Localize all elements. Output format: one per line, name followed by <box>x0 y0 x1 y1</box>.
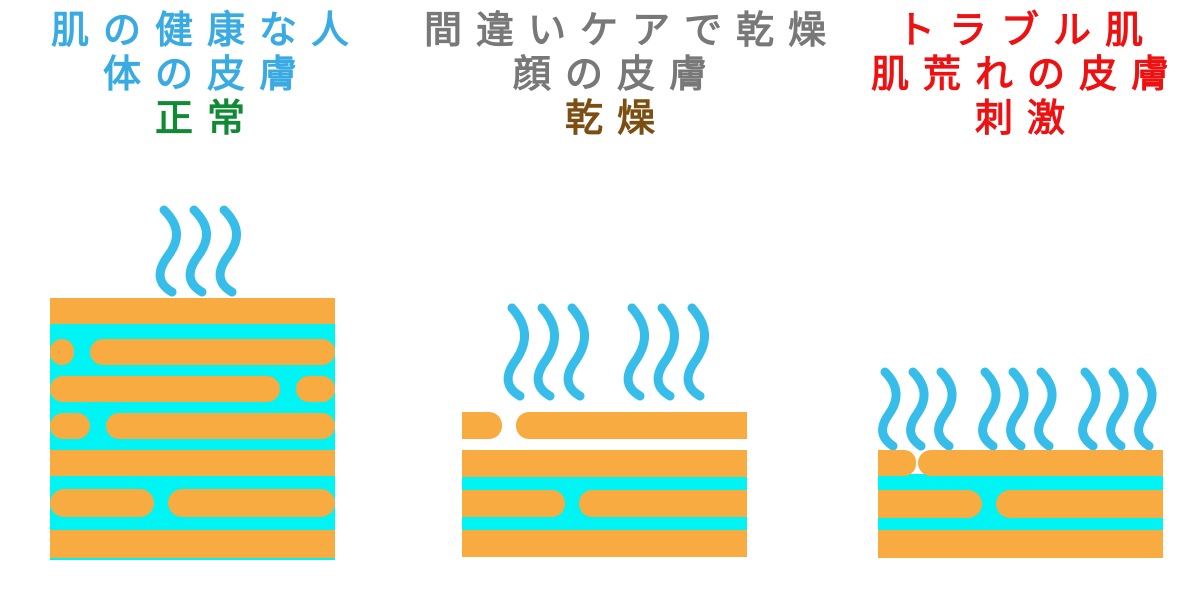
skin-cell <box>90 339 335 365</box>
moisture-wave-icon <box>878 367 901 451</box>
dry-skin-diagram <box>462 303 747 557</box>
skin-cell <box>996 490 1163 518</box>
skin-cell <box>296 376 335 402</box>
skin-cell <box>730 490 747 517</box>
moisture-wave-icon <box>1034 367 1057 451</box>
skin-cell <box>462 450 747 477</box>
moisture-wave-icon <box>1134 367 1157 451</box>
panel-title-block: トラブル肌 肌荒れの皮膚 刺激 <box>820 8 1200 140</box>
skin-cell <box>878 450 892 476</box>
moisture-wave-icon <box>215 205 241 297</box>
panel-trouble: トラブル肌 肌荒れの皮膚 刺激 <box>820 0 1200 600</box>
moisture-wave-icon <box>1078 367 1101 451</box>
skin-cell <box>878 530 1163 558</box>
panel-title-block: 間違いケアで乾燥 顔の皮膚 乾燥 <box>410 8 841 140</box>
skin-cell <box>579 490 747 517</box>
skin-cell <box>50 298 335 324</box>
moisture-wave-icon <box>934 367 957 451</box>
moisture-wave-icon <box>623 303 649 401</box>
moisture-wave-icon <box>683 303 709 401</box>
moisture-wave-icon <box>653 303 679 401</box>
moisture-wave-icon <box>906 367 929 451</box>
moisture-wave-icon <box>1106 367 1129 451</box>
skin-cell <box>1146 450 1163 476</box>
skin-cell <box>462 412 478 439</box>
panel-title-line2: 顔の皮膚 <box>512 52 721 96</box>
panel-dry: 間違いケアで乾燥 顔の皮膚 乾燥 <box>410 0 841 600</box>
dry-moisture-waves <box>503 303 709 401</box>
panel-status-label: 乾燥 <box>564 96 669 140</box>
skin-cell <box>50 489 154 517</box>
moisture-wave-icon <box>978 367 1001 451</box>
moisture-wave-icon <box>563 303 589 401</box>
panel-status-label: 刺激 <box>974 96 1079 140</box>
panel-title-block: 肌の健康な人 体の皮膚 正常 <box>0 8 400 140</box>
panel-title-line2: 肌荒れの皮膚 <box>870 52 1183 96</box>
skin-cell <box>516 412 747 439</box>
skin-cell <box>106 413 335 439</box>
skin-cell <box>1146 490 1163 518</box>
panel-title-line2: 体の皮膚 <box>102 52 311 96</box>
moisture-wave-icon <box>1006 367 1029 451</box>
moisture-wave-icon <box>185 205 211 297</box>
healthy-skin-diagram <box>50 205 335 560</box>
skin-cell <box>50 339 74 365</box>
dry-skin-cells <box>462 412 747 557</box>
skin-cell <box>462 490 478 517</box>
skin-cell <box>50 530 335 558</box>
skin-cell <box>918 450 1163 476</box>
trouble-moisture-waves <box>878 367 1157 451</box>
panel-healthy: 肌の健康な人 体の皮膚 正常 <box>0 0 400 600</box>
panel-title-line1: 間違いケアで乾燥 <box>424 8 841 52</box>
panel-title-line1: 肌の健康な人 <box>50 8 363 52</box>
skin-cell <box>462 530 747 557</box>
panel-title-line1: トラブル肌 <box>896 8 1157 52</box>
skin-cell <box>168 489 335 517</box>
trouble-skin-diagram <box>878 367 1163 558</box>
skin-cell <box>50 450 335 476</box>
panel-status-label: 正常 <box>154 96 259 140</box>
moisture-wave-icon <box>155 205 181 297</box>
trouble-skin-cells <box>878 450 1163 558</box>
moisture-wave-icon <box>533 303 559 401</box>
skin-cell <box>878 490 894 518</box>
skin-cell <box>730 412 747 439</box>
skin-cell <box>50 413 90 439</box>
skin-cell <box>50 376 280 402</box>
skin-cell <box>462 490 565 517</box>
healthy-moisture-waves <box>155 205 241 297</box>
moisture-wave-icon <box>503 303 529 401</box>
skin-cell <box>878 490 982 518</box>
healthy-skin-cells <box>50 298 335 558</box>
